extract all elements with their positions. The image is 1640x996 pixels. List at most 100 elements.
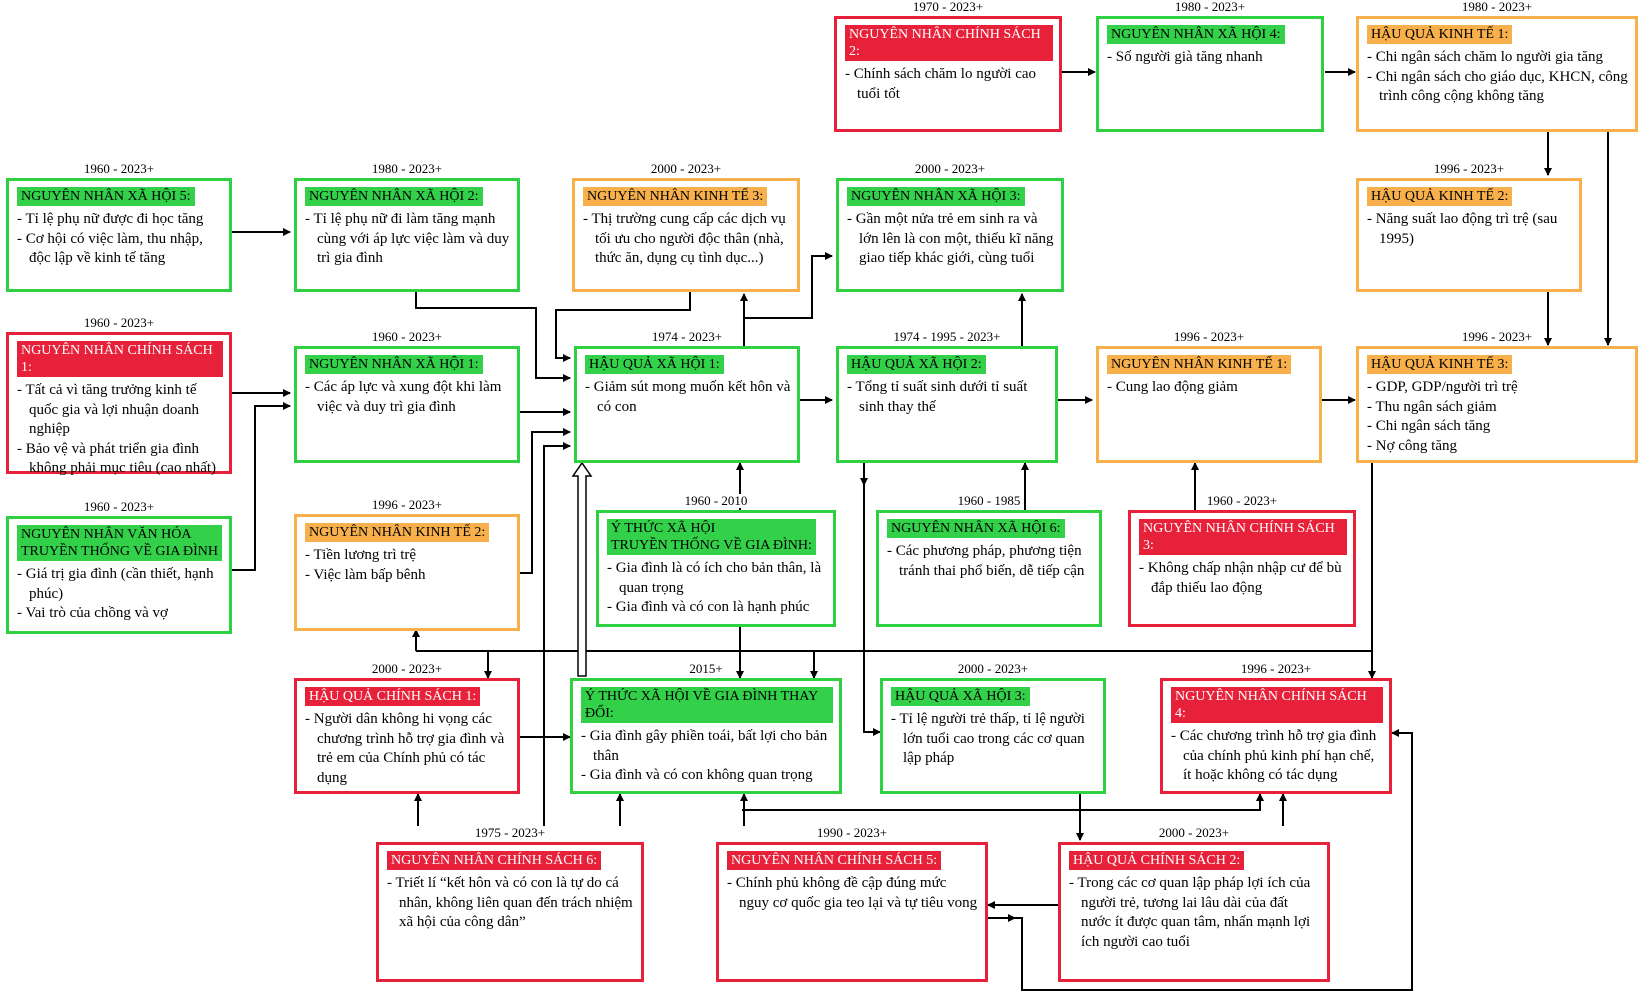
year-label: 1996 - 2023+	[1238, 661, 1314, 676]
node-items: Giá trị gia đình (cần thiết, hạnh phúc)V…	[17, 565, 223, 624]
node-title: HẬU QUẢ KINH TẾ 2:	[1367, 187, 1513, 206]
year-label: 2015+	[687, 661, 725, 676]
node-item: Gia đình và có con không quan trọng	[581, 766, 833, 786]
node-items: GDP, GDP/người trì trệThu ngân sách giảm…	[1367, 378, 1629, 456]
node-item: Giá trị gia đình (cần thiết, hạnh phúc)	[17, 565, 223, 604]
year-label: 1996 - 2023+	[1431, 161, 1507, 176]
year-label: 2000 - 2023+	[912, 161, 988, 176]
node-item: Giảm sút mong muốn kết hôn và có con	[585, 378, 791, 417]
node-hq_cs2: HẬU QUẢ CHÍNH SÁCH 2: Trong các cơ quan l…	[1058, 842, 1330, 982]
node-cs1: NGUYÊN NHÂN CHÍNH SÁCH 1:Tất cả vì tăng …	[6, 332, 232, 476]
year-label: 2000 - 2023+	[369, 661, 445, 676]
node-vh: NGUYÊN NHÂN VĂN HÓA TRUYỀN THỐNG VỀ GIA …	[6, 516, 232, 634]
node-item: Thu ngân sách giảm	[1367, 398, 1629, 418]
year-label: 1974 - 2023+	[649, 329, 725, 344]
node-kt1h: HẬU QUẢ KINH TẾ 1:Chi ngân sách chăm lo …	[1356, 16, 1638, 132]
node-item: Chính sách chăm lo người cao tuổi tốt	[845, 65, 1053, 104]
year-label: 1960 - 2023+	[369, 329, 445, 344]
node-xh1: NGUYÊN NHÂN XÃ HỘI 1: Các áp lực và xung …	[294, 346, 520, 463]
node-item: Cơ hội có việc làm, thu nhập, độc lập về…	[17, 230, 223, 269]
year-label: 1980 - 2023+	[1459, 0, 1535, 14]
node-items: Tỉ lệ phụ nữ được đi học tăngCơ hội có v…	[17, 210, 223, 269]
year-label: 1975 - 2023+	[472, 825, 548, 840]
node-item: Các áp lực và xung đột khi làm việc và d…	[305, 378, 511, 417]
node-items: Cung lao động giảm	[1107, 378, 1313, 398]
arrow-xh2-to-hqxh1	[415, 292, 571, 382]
node-item: Tỉ lệ phụ nữ được đi học tăng	[17, 210, 223, 230]
node-title: NGUYÊN NHÂN CHÍNH SÁCH 4:	[1171, 687, 1383, 723]
hollow-arrow	[571, 461, 593, 677]
node-items: Tỉ lệ phụ nữ đi làm tăng mạnh cùng với á…	[305, 210, 511, 269]
year-label: 1980 - 2023+	[369, 161, 445, 176]
arrow-vh-to-xh1	[232, 402, 291, 571]
node-title: NGUYÊN NHÂN CHÍNH SÁCH 5:	[727, 851, 942, 870]
node-cs6: NGUYÊN NHÂN CHÍNH SÁCH 6:Triết lí “kết h…	[376, 842, 644, 982]
node-title: NGUYÊN NHÂN XÃ HỘI 1:	[305, 355, 483, 374]
node-item: Tiền lương trì trệ	[305, 546, 511, 566]
node-title: HẬU QUẢ KINH TẾ 3:	[1367, 355, 1513, 374]
node-xh3: NGUYÊN NHÂN XÃ HỘI 3: Gần một nửa trẻ em …	[836, 178, 1064, 292]
year-label: 2000 - 2023+	[955, 661, 1031, 676]
node-items: Tổng tỉ suất sinh dưới tỉ suất sinh thay…	[847, 378, 1049, 417]
node-xh6: NGUYÊN NHÂN XÃ HỘI 6:Các phương pháp, ph…	[876, 510, 1102, 627]
node-item: Chi ngân sách tăng	[1367, 417, 1629, 437]
node-items: Các áp lực và xung đột khi làm việc và d…	[305, 378, 511, 417]
node-items: Năng suất lao động trì trệ (sau 1995)	[1367, 210, 1573, 249]
node-items: Không chấp nhận nhập cư để bù đắp thiếu …	[1139, 559, 1347, 598]
node-item: Các chương trình hỗ trợ gia đình của chí…	[1171, 727, 1383, 786]
node-items: Giảm sút mong muốn kết hôn và có con	[585, 378, 791, 417]
year-label: 1960 - 2023+	[81, 499, 157, 514]
node-items: Chi ngân sách chăm lo người gia tăngChi …	[1367, 48, 1629, 107]
node-items: Số người già tăng nhanh	[1107, 48, 1315, 68]
arrow-cs6-to-hqxh1	[543, 442, 571, 826]
node-title: HẬU QUẢ XÃ HỘI 3:	[891, 687, 1030, 706]
node-item: Triết lí “kết hôn và có con là tự do cá …	[387, 874, 635, 933]
arrow-kt3-to-hqxh1	[555, 292, 691, 362]
node-kt3: NGUYÊN NHÂN KINH TẾ 3:Thị trường cung cấ…	[572, 178, 800, 292]
arrow-cs5-to-cs4	[742, 793, 1264, 811]
node-items: Tất cả vì tăng trưởng kinh tế quốc gia v…	[17, 381, 223, 479]
node-item: Gia đình là có ích cho bản thân, là quan…	[607, 559, 827, 598]
node-cs4: NGUYÊN NHÂN CHÍNH SÁCH 4: Các chương trìn…	[1160, 678, 1392, 794]
node-cs5: NGUYÊN NHÂN CHÍNH SÁCH 5: Chính phủ không…	[716, 842, 988, 982]
node-items: Gia đình gây phiền toái, bất lợi cho bản…	[581, 727, 833, 786]
node-title: NGUYÊN NHÂN VĂN HÓA TRUYỀN THỐNG VỀ GIA …	[17, 525, 223, 561]
year-label: 1960 - 1985	[955, 493, 1023, 508]
node-item: Bảo vệ và phát triển gia đình không phải…	[17, 440, 223, 479]
node-title: HẬU QUẢ CHÍNH SÁCH 2:	[1069, 851, 1245, 870]
year-label: 1996 - 2023+	[1459, 329, 1535, 344]
node-items: Trong các cơ quan lập pháp lợi ích của n…	[1069, 874, 1321, 952]
node-item: Người dân không hi vọng các chương trình…	[305, 710, 511, 788]
arrow-hqxh2-to-hqxh3	[863, 463, 881, 736]
node-kt2: NGUYÊN NHÂN KINH TẾ 2:Tiền lương trì trệ…	[294, 514, 520, 631]
year-label: 1974 - 1995 - 2023+	[891, 329, 1003, 344]
node-title: HẬU QUẢ XÃ HỘI 2:	[847, 355, 986, 374]
node-item: Gia đình và có con là hạnh phúc	[607, 598, 827, 618]
node-title: HẬU QUẢ CHÍNH SÁCH 1:	[305, 687, 481, 706]
node-item: Chi ngân sách chăm lo người gia tăng	[1367, 48, 1629, 68]
node-xh4: NGUYÊN NHÂN XÃ HỘI 4: Số người già tăng n…	[1096, 16, 1324, 132]
node-items: Chính phủ không đề cập đúng mức nguy cơ …	[727, 874, 979, 913]
node-items: Thị trường cung cấp các dịch vụ tối ưu c…	[583, 210, 791, 269]
node-item: Tỉ lệ phụ nữ đi làm tăng mạnh cùng với á…	[305, 210, 511, 269]
node-cs3: NGUYÊN NHÂN CHÍNH SÁCH 3:Không chấp nhận…	[1128, 510, 1356, 627]
node-hq_xh3: HẬU QUẢ XÃ HỘI 3:Tỉ lệ người trẻ thấp, t…	[880, 678, 1106, 794]
node-hq_xh2: HẬU QUẢ XÃ HỘI 2: Tổng tỉ suất sinh dưới …	[836, 346, 1058, 463]
node-kt1: NGUYÊN NHÂN KINH TẾ 1: Cung lao động giảm	[1096, 346, 1322, 463]
node-item: Việc làm bấp bênh	[305, 566, 511, 586]
node-title: NGUYÊN NHÂN XÃ HỘI 4:	[1107, 25, 1285, 44]
node-item: Gần một nửa trẻ em sinh ra và lớn lên là…	[847, 210, 1055, 269]
node-items: Triết lí “kết hôn và có con là tự do cá …	[387, 874, 635, 933]
node-title: NGUYÊN NHÂN KINH TẾ 1:	[1107, 355, 1292, 374]
year-label: 1960 - 2023+	[81, 315, 157, 330]
node-item: Trong các cơ quan lập pháp lợi ích của n…	[1069, 874, 1321, 952]
node-title: NGUYÊN NHÂN XÃ HỘI 3:	[847, 187, 1025, 206]
node-item: Năng suất lao động trì trệ (sau 1995)	[1367, 210, 1573, 249]
year-label: 2000 - 2023+	[648, 161, 724, 176]
node-xh5: NGUYÊN NHÂN XÃ HỘI 5:Tỉ lệ phụ nữ được đ…	[6, 178, 232, 292]
node-title: HẬU QUẢ XÃ HỘI 1:	[585, 355, 724, 374]
node-item: Tổng tỉ suất sinh dưới tỉ suất sinh thay…	[847, 378, 1049, 417]
node-item: Tất cả vì tăng trưởng kinh tế quốc gia v…	[17, 381, 223, 440]
node-items: Tiền lương trì trệViệc làm bấp bênh	[305, 546, 511, 585]
